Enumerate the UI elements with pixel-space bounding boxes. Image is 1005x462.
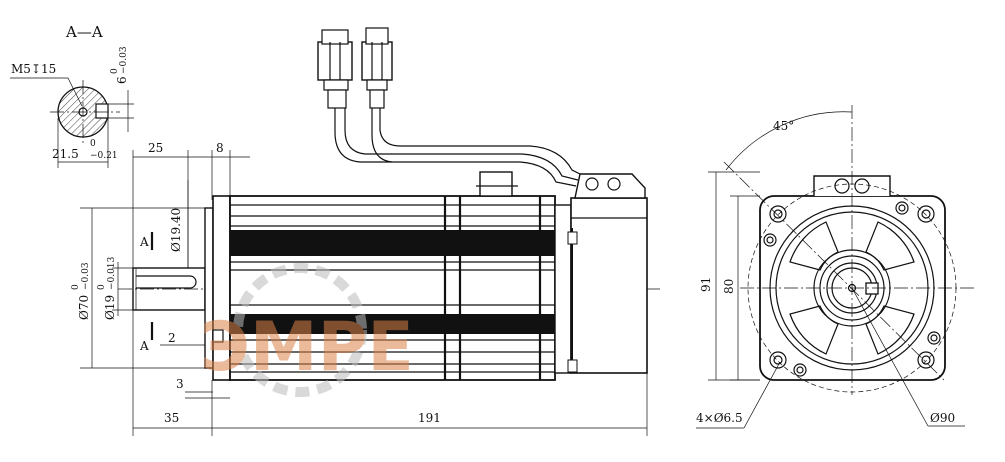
section-title: A—A [65,23,103,41]
dim-square: 80 [722,279,736,294]
side-view: 25 8 Ø19.40 Ø70 0 −0.03 Ø19 0 −0.013 A A [71,27,660,436]
dim-pcd: Ø90 [930,411,955,425]
section-marker-top: A [139,235,149,249]
dim-shaft-length: 25 [148,141,163,155]
watermark: ЭМРЕ [200,263,414,397]
dim-key-width: Ø19.40 [169,208,183,252]
dim-body-length: 191 [418,411,441,425]
dim-shaft-base: Ø19 [103,295,117,320]
dim-pilot-tol-upper: 0 [71,284,81,290]
front-view: 91 80 [696,105,975,429]
dim-flange-step: 8 [216,141,224,155]
section-marker-bottom: A [139,339,149,353]
motor-body [229,195,556,381]
watermark-text: ЭМРЕ [200,308,414,387]
key-width-tol-upper: 0 [90,139,96,149]
dim-pilot-base: Ø70 [77,295,91,320]
keyway [95,103,109,119]
key-depth-base: 6 [115,76,129,84]
section-view-a-a: A—A M5↧15 6 0 −0.03 21.5 0 −0.2 [10,23,134,168]
angle-label: 45° [773,119,794,133]
power-connector [317,29,353,109]
dim-total-shaft: 35 [164,411,179,425]
dim-small-2: 2 [168,331,176,345]
dim-small-3: 3 [176,377,184,391]
encoder-connector [361,27,393,109]
encoder-housing [570,197,648,374]
key-width-base: 21.5 [52,147,79,161]
dim-shaft-tol-lower: −0.013 [107,256,117,290]
dim-holes: 4×Ø6.5 [696,411,743,425]
key-depth-tol-upper: 0 [110,68,120,74]
body-dark-band-top [230,230,555,256]
thread-label: M5↧15 [11,62,56,76]
dim-shaft-tol-upper: 0 [97,284,107,290]
key-depth-tol-lower: −0.03 [119,46,129,74]
dim-outer-height: 91 [699,277,713,292]
body-dark-band-bottom [230,314,555,334]
key-width-tol-lower: −0.21 [90,151,118,161]
dim-pilot-tol-lower: −0.03 [81,262,91,290]
